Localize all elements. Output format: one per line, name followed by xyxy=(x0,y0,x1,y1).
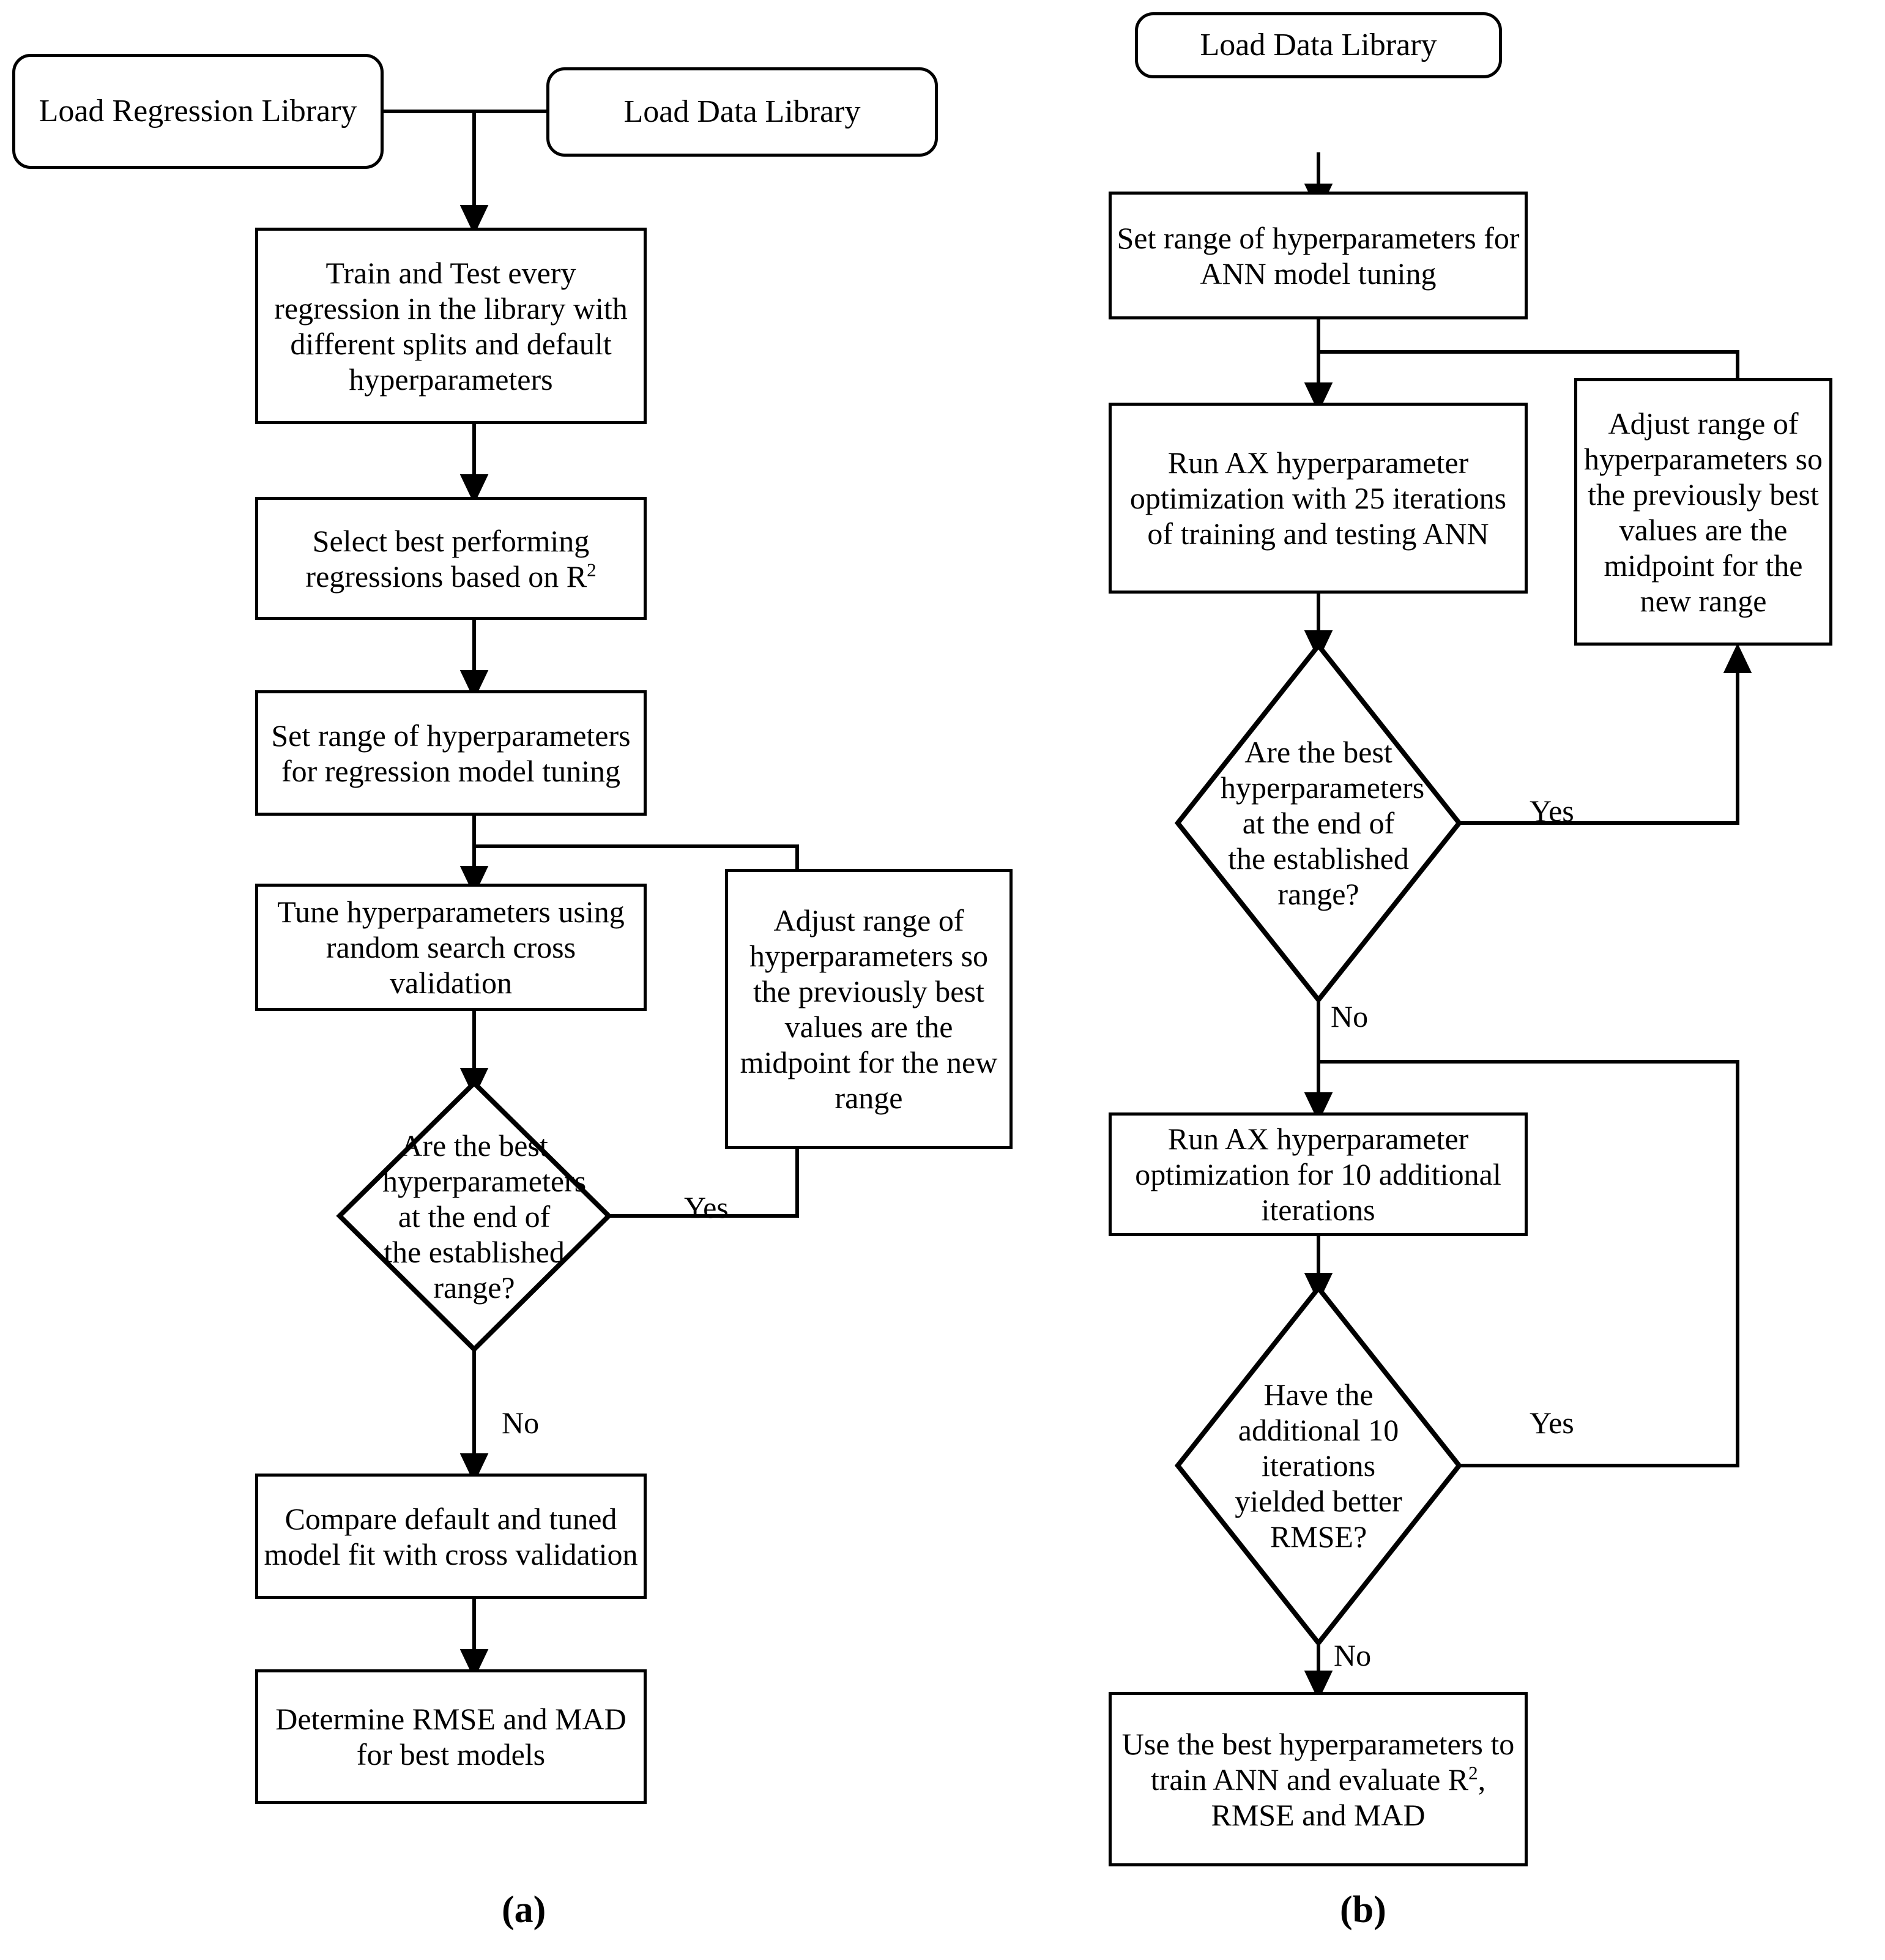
node-a-load-data-library-label: Load Data Library xyxy=(623,94,861,129)
node-b-adjust-range[interactable]: Adjust range of hyperparameters so the p… xyxy=(1574,378,1832,646)
node-a-determine-metrics[interactable]: Determine RMSE and MAD for best models xyxy=(255,1669,647,1804)
node-a-decision-range-label: Are the best hyperparameters at the end … xyxy=(382,1128,587,1305)
node-a-decision-range[interactable]: Are the best hyperparameters at the end … xyxy=(340,1083,609,1349)
node-a-select-best-label: Select best performing regressions based… xyxy=(305,523,597,594)
node-a-set-range[interactable]: Set range of hyperparameters for regress… xyxy=(255,690,647,816)
a-no-label: No xyxy=(502,1406,540,1440)
diamond-b-decision-range xyxy=(1174,641,1463,1004)
node-a-load-data-library[interactable]: Load Data Library xyxy=(546,67,938,157)
node-b-run-ax-25-label: Run AX hyperparameter optimization with … xyxy=(1129,445,1507,551)
node-b-decision-rmse[interactable]: Have the additional 10 iterations yielde… xyxy=(1178,1288,1459,1643)
node-b-decision-rmse-label: Have the additional 10 iterations yielde… xyxy=(1235,1377,1402,1554)
node-b-set-range[interactable]: Set range of hyperparameters for ANN mod… xyxy=(1109,192,1528,319)
node-a-compare-models[interactable]: Compare default and tuned model fit with… xyxy=(255,1474,647,1599)
node-a-adjust-range-label: Adjust range of hyperparameters so the p… xyxy=(740,903,998,1115)
node-b-run-ax-25[interactable]: Run AX hyperparameter optimization with … xyxy=(1109,403,1528,594)
node-b-load-data-library[interactable]: Load Data Library xyxy=(1135,12,1502,78)
node-a-set-range-label: Set range of hyperparameters for regress… xyxy=(271,718,631,788)
b-yes-label-1: Yes xyxy=(1530,794,1574,828)
node-b-set-range-label: Set range of hyperparameters for ANN mod… xyxy=(1117,220,1520,291)
node-a-train-and-test[interactable]: Train and Test every regression in the l… xyxy=(255,228,647,424)
node-b-use-best-label: Use the best hyperparameters to train AN… xyxy=(1121,1726,1515,1832)
node-a-load-regression-library[interactable]: Load Regression Library xyxy=(12,54,384,169)
diamond-a-decision-range xyxy=(336,1079,612,1353)
panel-b-caption: (b) xyxy=(1340,1889,1386,1931)
edge-b-adjust-to-runpath xyxy=(1318,350,1739,378)
node-a-load-regression-library-label: Load Regression Library xyxy=(39,93,357,129)
node-a-select-best[interactable]: Select best performing regressions based… xyxy=(255,497,647,620)
node-b-run-ax-10-label: Run AX hyperparameter optimization for 1… xyxy=(1135,1122,1501,1227)
node-a-determine-metrics-label: Determine RMSE and MAD for best models xyxy=(275,1702,626,1772)
node-b-decision-range[interactable]: Are the best hyperparameters at the end … xyxy=(1178,646,1459,1000)
node-a-compare-models-label: Compare default and tuned model fit with… xyxy=(264,1501,638,1571)
node-b-use-best[interactable]: Use the best hyperparameters to train AN… xyxy=(1109,1692,1528,1866)
node-a-tune-hyperparameters[interactable]: Tune hyperparameters using random search… xyxy=(255,884,647,1011)
node-b-load-data-library-label: Load Data Library xyxy=(1200,27,1437,62)
node-b-adjust-range-label: Adjust range of hyperparameters so the p… xyxy=(1583,406,1823,618)
node-b-run-ax-10[interactable]: Run AX hyperparameter optimization for 1… xyxy=(1109,1112,1528,1236)
b-no-label-1: No xyxy=(1331,999,1369,1034)
node-a-tune-hyperparameters-label: Tune hyperparameters using random search… xyxy=(277,895,625,1000)
a-yes-label: Yes xyxy=(684,1190,729,1224)
panel-a-caption: (a) xyxy=(502,1889,546,1931)
edge-b-decision-yes-to-adjust xyxy=(1459,643,1752,825)
b-yes-label-2: Yes xyxy=(1530,1406,1574,1440)
node-b-decision-range-label: Are the best hyperparameters at the end … xyxy=(1221,734,1425,911)
b-no-label-2: No xyxy=(1334,1638,1372,1672)
node-a-adjust-range[interactable]: Adjust range of hyperparameters so the p… xyxy=(725,869,1013,1149)
diamond-b-decision-rmse xyxy=(1174,1284,1463,1647)
node-a-train-and-test-label: Train and Test every regression in the l… xyxy=(274,255,628,397)
edge-a-adjust-to-tunepath xyxy=(474,844,799,869)
